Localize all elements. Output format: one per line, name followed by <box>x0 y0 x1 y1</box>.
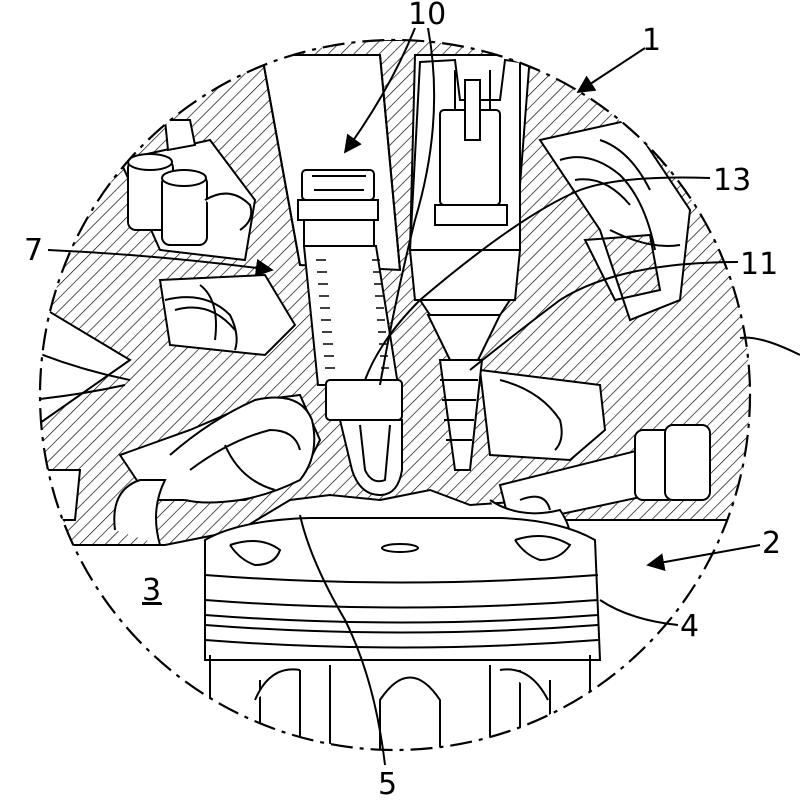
valve-right <box>489 424 711 561</box>
label-11: 11 <box>740 247 778 282</box>
leader-11 <box>469 261 739 371</box>
leader-13 <box>364 176 711 381</box>
label-4: 4 <box>680 609 699 644</box>
label-3: 3 <box>142 573 161 608</box>
label-2: 2 <box>762 526 781 561</box>
spark-bore-left <box>261 54 301 266</box>
leader-5 <box>299 514 386 766</box>
reference-labels: 1 10 13 11 7 2 4 3 5 <box>24 0 781 802</box>
piston <box>204 517 602 750</box>
label-1: 1 <box>642 23 661 58</box>
leader-10-b <box>379 27 436 386</box>
label-13: 13 <box>713 163 751 198</box>
spark-plug <box>297 169 403 497</box>
detail-circle <box>38 38 752 752</box>
leader-1 <box>576 47 646 93</box>
leader-lines <box>47 27 800 766</box>
leader-10 <box>343 27 416 154</box>
leader-7 <box>47 249 274 277</box>
leader-4 <box>599 599 679 626</box>
label-5: 5 <box>378 767 397 800</box>
detail-view <box>40 40 750 750</box>
intake-port <box>113 396 316 546</box>
valve-actuator-left <box>127 119 253 246</box>
spark-bore-right <box>379 54 401 271</box>
label-10: 10 <box>408 0 446 32</box>
leader-right-edge <box>739 336 800 356</box>
label-7: 7 <box>24 233 43 268</box>
leader-2 <box>646 544 761 572</box>
fuel-injector <box>408 58 522 471</box>
